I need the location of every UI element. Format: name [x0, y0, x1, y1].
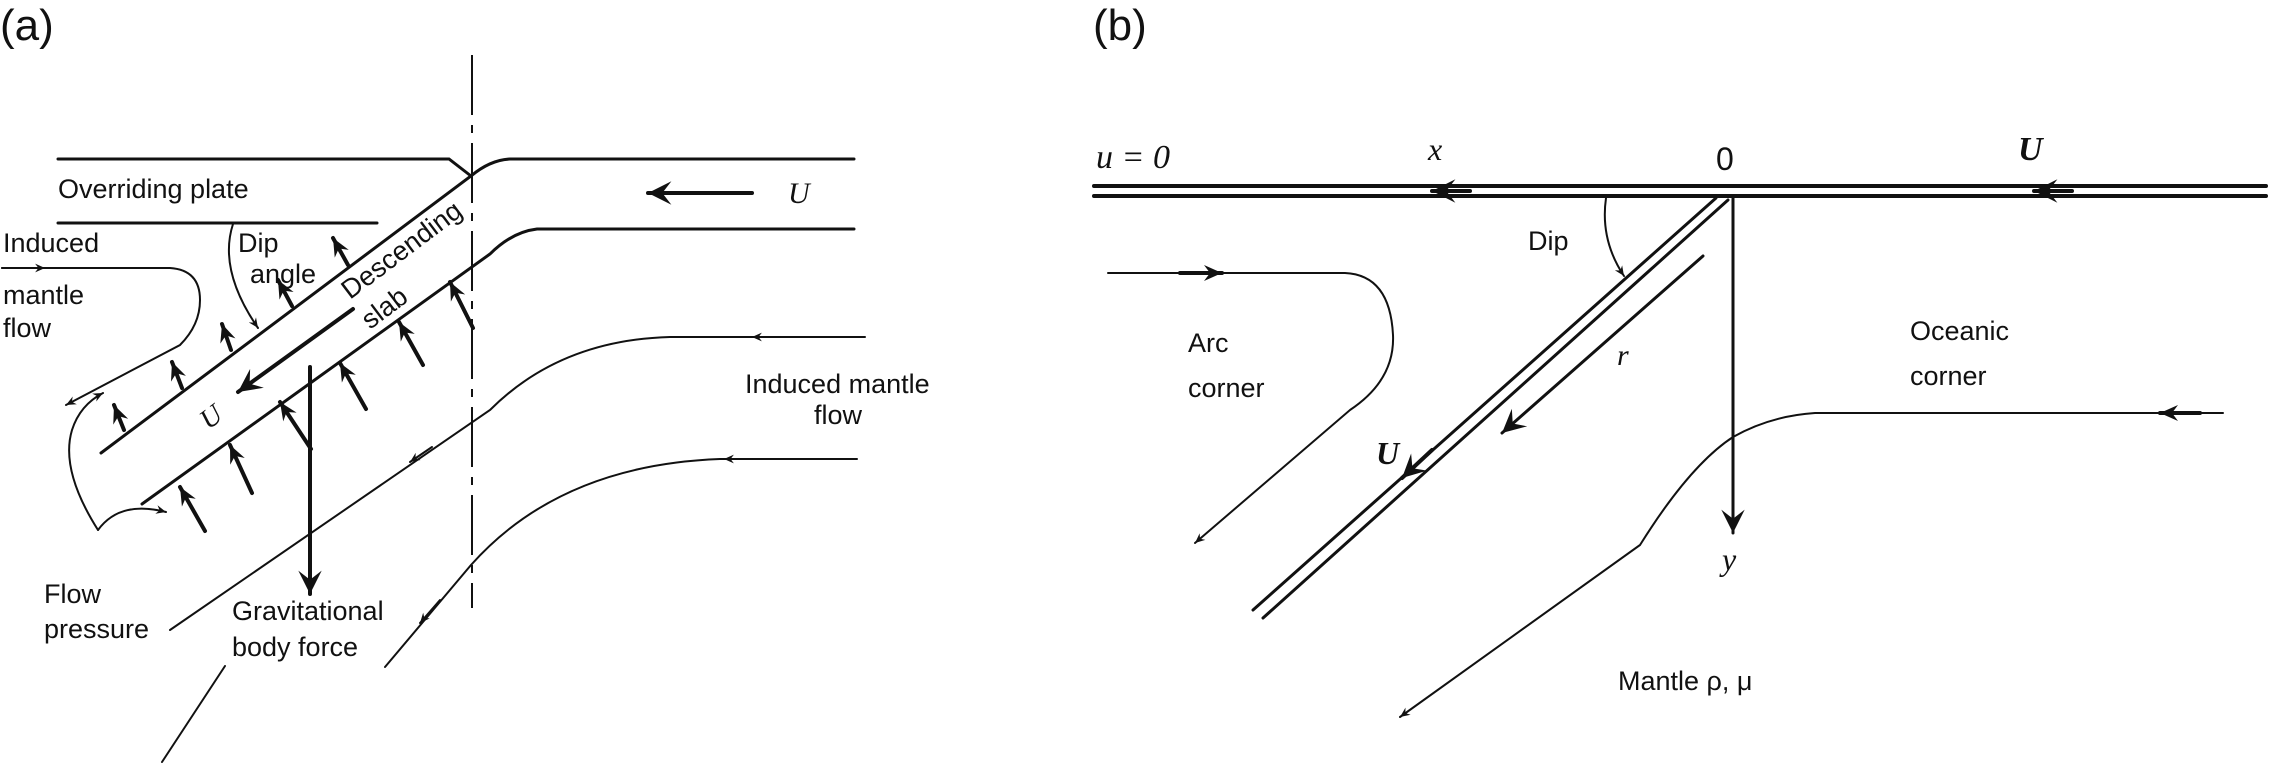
- dip-label-b: Dip: [1528, 226, 1569, 256]
- flow-pressure-arrows-lower: [178, 280, 475, 533]
- panel-b: (b) u = 0 x 0 U U r Dip y Arc corner Oce…: [1092, 1, 2268, 718]
- induced-left-label-2: mantle: [3, 280, 84, 310]
- overriding-plate-label: Overriding plate: [58, 174, 249, 204]
- dip-angle-label-1: Dip: [238, 228, 279, 258]
- slab-bottom-surface: [140, 227, 856, 506]
- arc-corner-label-2: corner: [1188, 373, 1265, 403]
- flow-pressure-label-2: pressure: [44, 614, 149, 644]
- overriding-plate-top: [56, 157, 473, 178]
- slab-velocity-label: U: [194, 398, 230, 436]
- induced-flow-right-1: [169, 336, 866, 631]
- slab-velocity-arrow: [236, 307, 355, 394]
- pressure-arrow: [338, 361, 368, 411]
- flow-pressure-pointer-1: [68, 392, 104, 531]
- streamline-tail: [161, 665, 226, 763]
- flow-pressure-pointer-2: [97, 505, 167, 531]
- pressure-arrow: [397, 320, 425, 367]
- slab-top-surface: [99, 157, 856, 455]
- mantle-label: Mantle ρ, μ: [1618, 666, 1752, 696]
- pressure-arrow: [112, 403, 129, 432]
- pressure-arrow: [331, 236, 350, 267]
- streamline-arrow: [409, 446, 433, 463]
- origin-label: 0: [1716, 141, 1734, 177]
- induced-flow-right-2: [384, 458, 858, 668]
- pressure-arrow: [228, 443, 254, 495]
- arc-corner-streamline: [1107, 272, 1395, 544]
- oceanic-corner-streamline: [1399, 412, 2224, 718]
- induced-right-label-2: flow: [814, 400, 863, 430]
- plate-velocity-label-b: U: [2018, 131, 2045, 168]
- dip-angle-label-2: angle: [250, 259, 316, 289]
- r-axis-arrow: [1500, 254, 1705, 435]
- panel-b-label: (b): [1093, 1, 1147, 50]
- slab-velocity-arrow-b: [1400, 448, 1434, 480]
- x-axis-label: x: [1427, 131, 1442, 167]
- r-axis-label: r: [1617, 339, 1629, 372]
- u-zero-label: u = 0: [1096, 139, 1170, 176]
- pressure-arrow: [278, 400, 313, 451]
- slab-velocity-label-b: U: [1376, 435, 1401, 471]
- streamline-arrow: [419, 599, 441, 624]
- flow-pressure-label-1: Flow: [44, 579, 102, 609]
- arc-corner-label-1: Arc: [1188, 328, 1229, 358]
- gravity-label-2: body force: [232, 632, 358, 662]
- slab-line-1: [1251, 196, 1718, 612]
- oceanic-corner-label-1: Oceanic: [1910, 316, 2009, 346]
- plate-velocity-label: U: [788, 177, 812, 210]
- pressure-arrow: [220, 322, 236, 352]
- pressure-arrow: [178, 485, 207, 533]
- slab-line-2: [1261, 198, 1730, 620]
- oceanic-corner-label-2: corner: [1910, 361, 1987, 391]
- descending-label: Descending: [336, 195, 468, 305]
- induced-flow-left-line: [1, 267, 202, 406]
- dip-arc-b: [1603, 197, 1625, 277]
- dip-angle-arc: [227, 223, 259, 329]
- pressure-arrow: [276, 278, 294, 308]
- y-axis-label: y: [1719, 541, 1737, 577]
- induced-right-label-1: Induced mantle: [745, 369, 930, 399]
- flow-pressure-arrows-upper: [112, 236, 350, 432]
- panel-a: (a) Overriding plate U U Descending slab…: [0, 1, 930, 763]
- gravity-label-1: Gravitational: [232, 596, 384, 626]
- panel-a-label: (a): [0, 1, 54, 50]
- induced-left-label-1: Induced: [3, 228, 99, 258]
- pressure-arrow: [170, 360, 186, 390]
- pressure-arrow: [448, 280, 475, 330]
- induced-left-label-3: flow: [3, 313, 52, 343]
